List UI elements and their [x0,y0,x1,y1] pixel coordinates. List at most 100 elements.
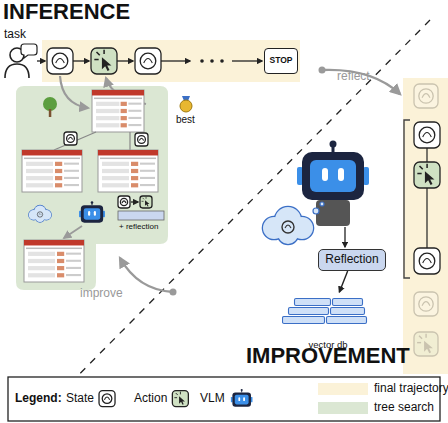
screen-line [140,177,155,179]
action-icon [414,162,440,188]
arrow [131,201,138,202]
screen-row [102,169,129,173]
screen-line [128,117,141,119]
action-frame [414,332,438,356]
screen-row [102,162,129,166]
ellipsis-dot [210,59,214,63]
cursor-icon [94,50,111,71]
state-globe [102,394,112,404]
screen-thumb [57,273,64,277]
screen-thumb [131,169,138,173]
click-ray [417,342,421,343]
cloud-state [37,212,42,217]
expand-arrow [60,76,88,108]
legend-text: VLM [200,392,225,405]
screen-frame [92,90,144,132]
cursor-icon [142,197,150,207]
bracket [404,120,410,278]
tree-crown [43,97,57,111]
click-ray [420,166,423,169]
state-frame [414,84,438,108]
annotation: task [4,28,26,41]
cloud-state-mark [285,225,291,228]
click-ray [142,201,144,202]
final-trajectory-band [42,40,300,82]
state-frame [99,391,115,407]
screen-thumb [121,109,127,113]
screen-line [140,163,155,165]
screen-frame [24,240,84,282]
screen-row [28,252,55,256]
screen-thumb [131,183,138,187]
user-body [5,64,29,78]
click-ray [146,197,147,199]
vector-store: vector db [282,292,374,350]
reflect-arrow [322,70,400,94]
vlm-robot [297,141,369,201]
cursor [424,341,433,354]
legend-title: Legend: [15,392,62,405]
state-frame [135,48,161,74]
screen-line [64,177,79,179]
screen-line [66,260,81,262]
click-ray [180,392,181,395]
screen-frame [98,150,158,192]
screen-thumb [121,123,127,127]
robot-eye [322,168,328,181]
state-globe [140,53,156,69]
screen-line [128,103,141,105]
click-ray [97,52,100,55]
db-slab [327,317,367,324]
click-ray [174,397,177,398]
robot-head [232,392,251,406]
cloud-fill [36,213,45,222]
divider-line [34,20,430,420]
screen-nav [94,98,142,100]
arrow [161,60,190,61]
screen-row [26,169,53,173]
state-frame [414,292,438,316]
state-mark [104,397,109,400]
thought-cloud [263,207,313,244]
state-mark [423,258,432,262]
final-trajectory-band [403,78,448,374]
state-globe [419,127,435,143]
robot-eye [238,397,240,401]
robot-antenna-ball [330,141,337,148]
robot-eye [94,211,96,216]
screen-line [140,170,155,172]
web-screenshot [24,240,84,282]
state-icon [414,248,440,274]
robot-antenna-ball [241,389,243,391]
db-slab [331,308,365,315]
screen-row [102,183,129,187]
tree-edge [129,132,130,150]
screen-thumb [55,169,62,173]
annotation: + reflection [119,223,158,232]
screen-row [28,266,55,270]
screen-frame [22,150,82,192]
cursor-icon [417,164,434,185]
arrow [64,226,82,238]
state-icon [99,391,115,407]
action-icon [140,196,152,208]
state-mark [144,58,153,62]
state-mark [68,137,72,139]
click-ray [425,334,426,338]
section-title: IMPROVEMENT [246,344,410,368]
screen-nav [100,158,156,160]
state-globe [419,89,433,103]
screen-line [128,110,141,112]
medal-icon [180,96,192,112]
action-frame [91,48,117,74]
state-mark [56,58,65,62]
action-frame [140,196,152,208]
state-frame [414,122,440,148]
user-icon [5,44,37,78]
medal [180,100,192,112]
tree-search-region [16,86,168,290]
click-ray [143,198,145,200]
cursor-icon [174,392,185,405]
screen-thumb [55,176,62,180]
